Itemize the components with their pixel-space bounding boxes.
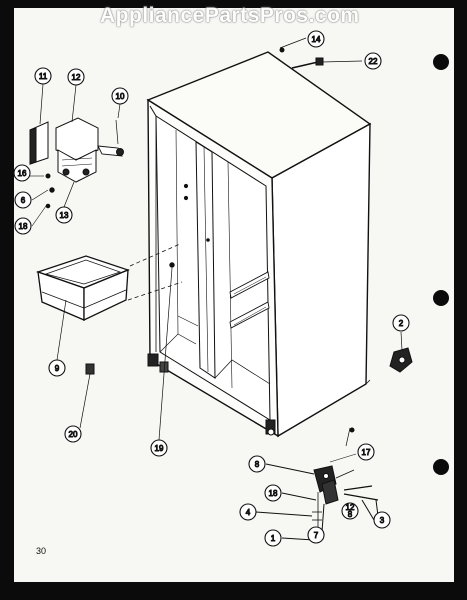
callout-circle xyxy=(307,30,325,48)
callout-circle xyxy=(14,217,32,235)
callout-c19: 19 xyxy=(150,439,168,457)
callout-number: 16 xyxy=(18,169,27,178)
callout-c3: 3 xyxy=(373,511,391,529)
watermark-text: AppliancePartsPros.com xyxy=(100,4,360,27)
water-valve-assembly xyxy=(255,427,379,543)
callout-c13: 13 xyxy=(55,206,73,224)
callout-c16: 16 xyxy=(13,164,31,182)
callout-c18a: 18 xyxy=(14,217,32,235)
part-20-plug xyxy=(79,363,95,429)
callout-number: 1 xyxy=(271,534,276,543)
callout-c11: 11 xyxy=(34,67,52,85)
callout-c2: 2 xyxy=(392,314,410,332)
callout-c12: 12 xyxy=(67,68,85,86)
callout-c4: 4 xyxy=(239,503,257,521)
binder-holes xyxy=(433,54,449,475)
callout-number: 17 xyxy=(362,448,371,457)
top-rear-parts xyxy=(279,37,363,69)
callout-number: 8 xyxy=(255,460,260,469)
callout-c22: 22 xyxy=(364,52,382,70)
callout-c1: 1 xyxy=(264,529,282,547)
callout-c18b: 18 xyxy=(264,484,282,502)
callout-number: 11 xyxy=(39,72,48,81)
callout-number: 18 xyxy=(269,489,278,498)
callout-c7: 7 xyxy=(307,526,325,544)
callout-number: 7 xyxy=(314,531,319,540)
callout-circle xyxy=(364,52,382,70)
callout-circle xyxy=(14,191,32,209)
callout-circle xyxy=(248,455,266,473)
callout-circle xyxy=(34,67,52,85)
callout-c12b: 128 xyxy=(341,502,359,520)
callout-number: 4 xyxy=(246,508,251,517)
callout-c14: 14 xyxy=(307,30,325,48)
callout-circle xyxy=(307,526,325,544)
callout-number: 19 xyxy=(155,444,164,453)
callout-circle xyxy=(373,511,391,529)
callout-number: 12 xyxy=(346,503,355,512)
callout-circle xyxy=(392,314,410,332)
callout-number: 22 xyxy=(369,57,378,66)
callout-circle xyxy=(55,206,73,224)
callout-c9: 9 xyxy=(48,359,66,377)
callout-number: 10 xyxy=(116,92,125,101)
callout-circle xyxy=(150,439,168,457)
callout-circle xyxy=(48,359,66,377)
callout-circle xyxy=(64,425,82,443)
callout-number: 2 xyxy=(399,319,404,328)
leader-lines xyxy=(39,83,173,441)
callout-number: 14 xyxy=(312,35,321,44)
callout-c8: 8 xyxy=(248,455,266,473)
page-number: 30 xyxy=(36,546,47,556)
callout-circle xyxy=(341,502,359,520)
callout-circle xyxy=(239,503,257,521)
callout-number: 18 xyxy=(19,222,28,231)
callout-c20: 20 xyxy=(64,425,82,443)
callout-circle xyxy=(264,484,282,502)
callout-circle xyxy=(13,164,31,182)
callout-c10: 10 xyxy=(111,87,129,105)
callout-number: 13 xyxy=(60,211,69,220)
callout-c6: 6 xyxy=(14,191,32,209)
callout-c17: 17 xyxy=(357,443,375,461)
callout-circle xyxy=(111,87,129,105)
callout-circle xyxy=(357,443,375,461)
callout-subnumber: 8 xyxy=(348,510,353,519)
callout-number: 6 xyxy=(21,196,26,205)
part-2-valve xyxy=(389,331,413,373)
callout-number: 9 xyxy=(55,364,60,373)
callout-circle xyxy=(264,529,282,547)
callout-circle xyxy=(67,68,85,86)
icemaker-assembly xyxy=(29,117,124,227)
callout-number: 12 xyxy=(72,73,81,82)
callout-number: 20 xyxy=(69,430,78,439)
ice-bucket xyxy=(35,243,183,322)
callout-number: 3 xyxy=(380,516,385,525)
refrigerator-cabinet xyxy=(146,51,372,438)
